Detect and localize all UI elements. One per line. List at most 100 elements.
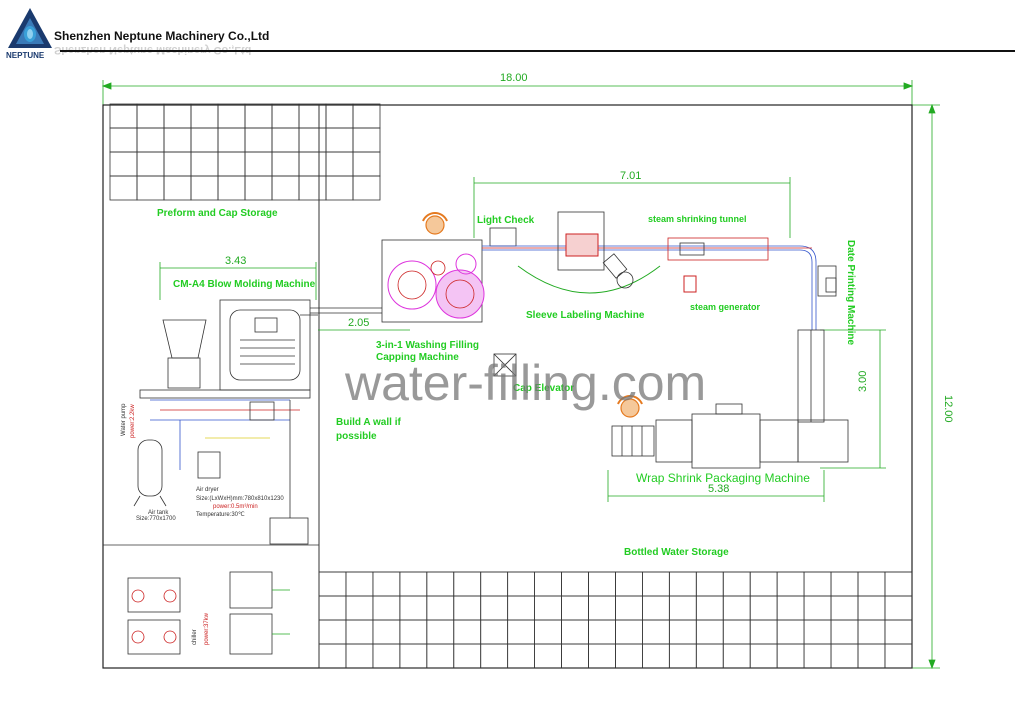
blow-to-filler-conveyor — [310, 307, 382, 314]
storage-cell — [588, 643, 616, 669]
storage-cell — [271, 127, 300, 153]
storage-cell — [695, 619, 724, 645]
labeling-span-dimension — [473, 177, 791, 238]
packaging-height-dimension — [820, 329, 886, 469]
packaging-width-label: 5.38 — [708, 483, 729, 495]
storage-cell — [749, 643, 778, 669]
washing-filling-label: 3-in-1 Washing Filling — [376, 340, 479, 351]
storage-cell — [426, 571, 455, 597]
storage-cell — [695, 643, 724, 669]
storage-cell — [695, 595, 724, 621]
storage-cell — [507, 619, 535, 645]
storage-cell — [803, 643, 832, 669]
water-pump-power: power:2.2kw — [130, 404, 136, 438]
storage-cell — [615, 643, 643, 669]
storage-cell — [271, 103, 300, 129]
storage-cell — [298, 103, 327, 129]
storage-cell — [776, 619, 805, 645]
storage-cell — [136, 175, 165, 201]
storage-cell — [318, 595, 347, 621]
blow-molding-width-label: 3.43 — [225, 255, 246, 267]
storage-cell — [615, 595, 643, 621]
air-dryer-size: Size:(LxWxH)mm:780x810x1230 — [196, 496, 284, 502]
air-dryer-flow: power:0.5m³/min — [213, 504, 258, 510]
water-pump-label: Water pump — [121, 403, 127, 436]
capping-label: Capping Machine — [376, 352, 459, 363]
storage-cell — [642, 643, 670, 669]
steam-generator-box — [683, 275, 697, 293]
storage-cell — [722, 571, 751, 597]
storage-cell — [352, 127, 381, 153]
storage-cell — [453, 619, 482, 645]
storage-cell — [163, 175, 192, 201]
storage-cell — [136, 103, 165, 129]
storage-cell — [749, 571, 778, 597]
storage-cell — [136, 127, 165, 153]
cap-elevator-label: Cap Elevator — [513, 383, 574, 394]
overall-width-label: 18.00 — [500, 72, 528, 84]
storage-cell — [426, 619, 455, 645]
storage-cell — [325, 103, 354, 129]
storage-cell — [561, 643, 589, 669]
preform-storage-grid — [109, 103, 381, 201]
storage-cell — [190, 127, 219, 153]
storage-cell — [163, 127, 192, 153]
header-rule — [60, 50, 1015, 52]
storage-cell — [722, 619, 751, 645]
storage-cell — [695, 571, 724, 597]
vertical-conveyor — [797, 329, 825, 423]
storage-cell — [426, 595, 455, 621]
storage-cell — [372, 643, 401, 669]
compressed-air-system — [133, 399, 309, 545]
company-name: Shenzhen Neptune Machinery Co.,Ltd — [54, 29, 270, 43]
storage-cell — [561, 595, 589, 621]
storage-cell — [318, 619, 347, 645]
watermark-text: water-filling.com — [344, 355, 706, 411]
storage-cell — [749, 595, 778, 621]
storage-cell — [136, 151, 165, 177]
storage-cell — [352, 151, 381, 177]
storage-cell — [244, 151, 273, 177]
bottled-storage-grid — [318, 571, 913, 669]
storage-cell — [352, 175, 381, 201]
storage-cell — [480, 643, 509, 669]
storage-cell — [561, 571, 589, 597]
storage-cell — [426, 643, 455, 669]
steam-generator-label: steam generator — [690, 302, 761, 312]
storage-cell — [480, 595, 509, 621]
main-conveyor-line — [482, 245, 817, 330]
logo-text: NEPTUNE — [6, 51, 45, 60]
wrap-shrink-packaging-machine — [611, 403, 849, 469]
storage-cell — [722, 643, 751, 669]
storage-cell — [190, 103, 219, 129]
storage-cell — [190, 151, 219, 177]
storage-cell — [803, 595, 832, 621]
storage-cell — [884, 571, 913, 597]
storage-cell — [345, 643, 374, 669]
labeling-span-label: 7.01 — [620, 170, 641, 182]
storage-cell — [507, 643, 535, 669]
storage-cell — [668, 643, 697, 669]
storage-cell — [480, 571, 509, 597]
storage-cell — [271, 151, 300, 177]
storage-cell — [830, 643, 859, 669]
storage-cell — [507, 595, 535, 621]
conveyor-gap-label: 2.05 — [348, 317, 369, 329]
temperature-label: Temperature:30℃ — [196, 512, 245, 518]
overall-height-label: 12.00 — [942, 395, 954, 423]
neptune-logo-icon: NEPTUNE — [6, 8, 52, 60]
storage-cell — [372, 619, 401, 645]
storage-cell — [857, 643, 886, 669]
storage-cell — [534, 619, 562, 645]
overall-height-dimension — [912, 103, 940, 670]
storage-cell — [830, 595, 859, 621]
packaging-height-label: 3.00 — [857, 371, 869, 392]
storage-cell — [857, 595, 886, 621]
storage-cell — [244, 103, 273, 129]
storage-cell — [857, 571, 886, 597]
storage-cell — [453, 595, 482, 621]
storage-cell — [453, 643, 482, 669]
storage-cell — [668, 595, 697, 621]
storage-cell — [109, 103, 138, 129]
